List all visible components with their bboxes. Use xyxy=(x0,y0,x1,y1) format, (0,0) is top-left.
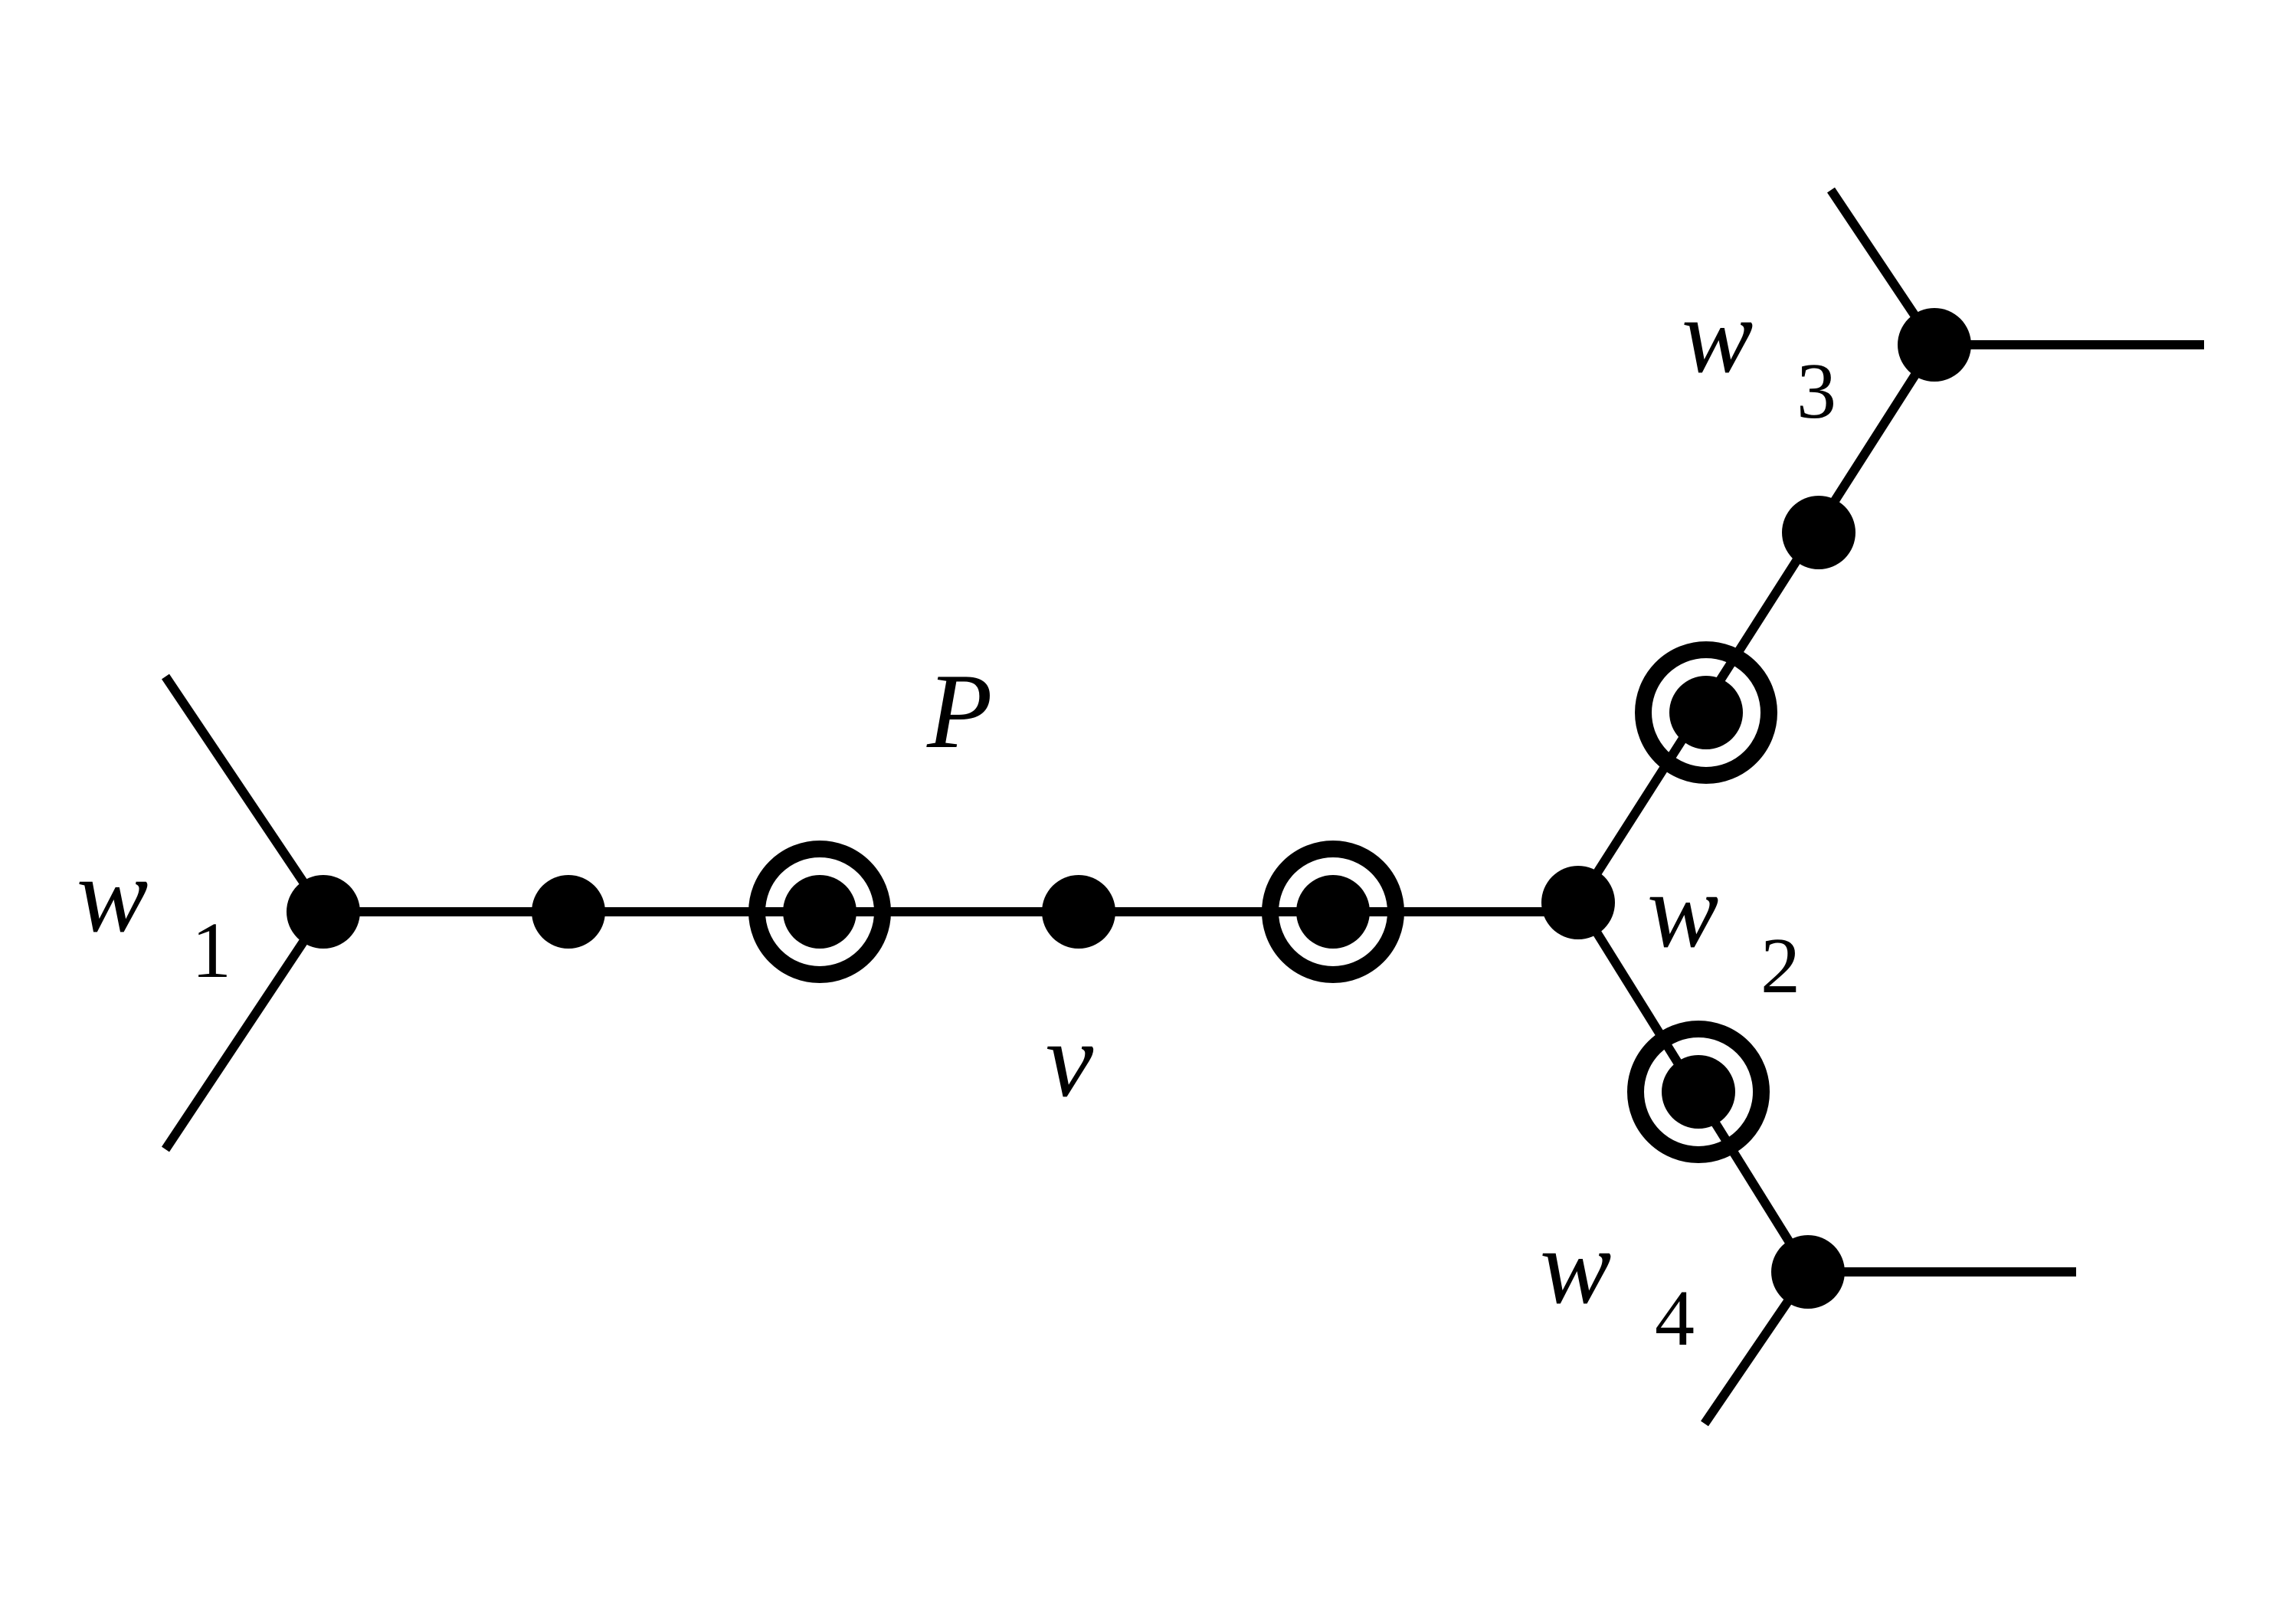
label-w1: w 1 xyxy=(77,836,231,995)
label-P: P xyxy=(926,652,993,771)
node-w4 xyxy=(1771,1235,1845,1309)
node-w2 xyxy=(1541,866,1615,939)
node-path-1 xyxy=(532,875,605,949)
node-lower-1 xyxy=(1662,1055,1735,1129)
node-w1 xyxy=(287,875,360,949)
node-path-4 xyxy=(1296,875,1370,949)
node-path-2 xyxy=(783,875,856,949)
node-v xyxy=(1042,875,1115,949)
node-lower-ring xyxy=(1627,1021,1770,1163)
node-path-2-ring xyxy=(748,841,891,983)
node-upper-ring xyxy=(1635,641,1777,784)
edges xyxy=(162,187,2204,1427)
label-w2: w 2 xyxy=(1647,851,1800,1010)
nodes xyxy=(287,308,1971,1309)
label-w3: w 3 xyxy=(1682,277,1836,435)
node-w3 xyxy=(1898,308,1971,382)
edge-w1-lower-branch xyxy=(162,909,327,1152)
node-upper-1 xyxy=(1669,676,1743,749)
edge-w2-to-w3 xyxy=(1574,342,1939,906)
node-path-4-ring xyxy=(1262,841,1404,983)
label-v: v xyxy=(1046,1001,1094,1119)
edge-w1-upper-branch xyxy=(162,673,327,915)
node-upper-2 xyxy=(1782,496,1855,569)
labels: P v w 1 w 2 w 3 w 4 xyxy=(77,277,1836,1362)
label-w4: w 4 xyxy=(1540,1208,1695,1362)
